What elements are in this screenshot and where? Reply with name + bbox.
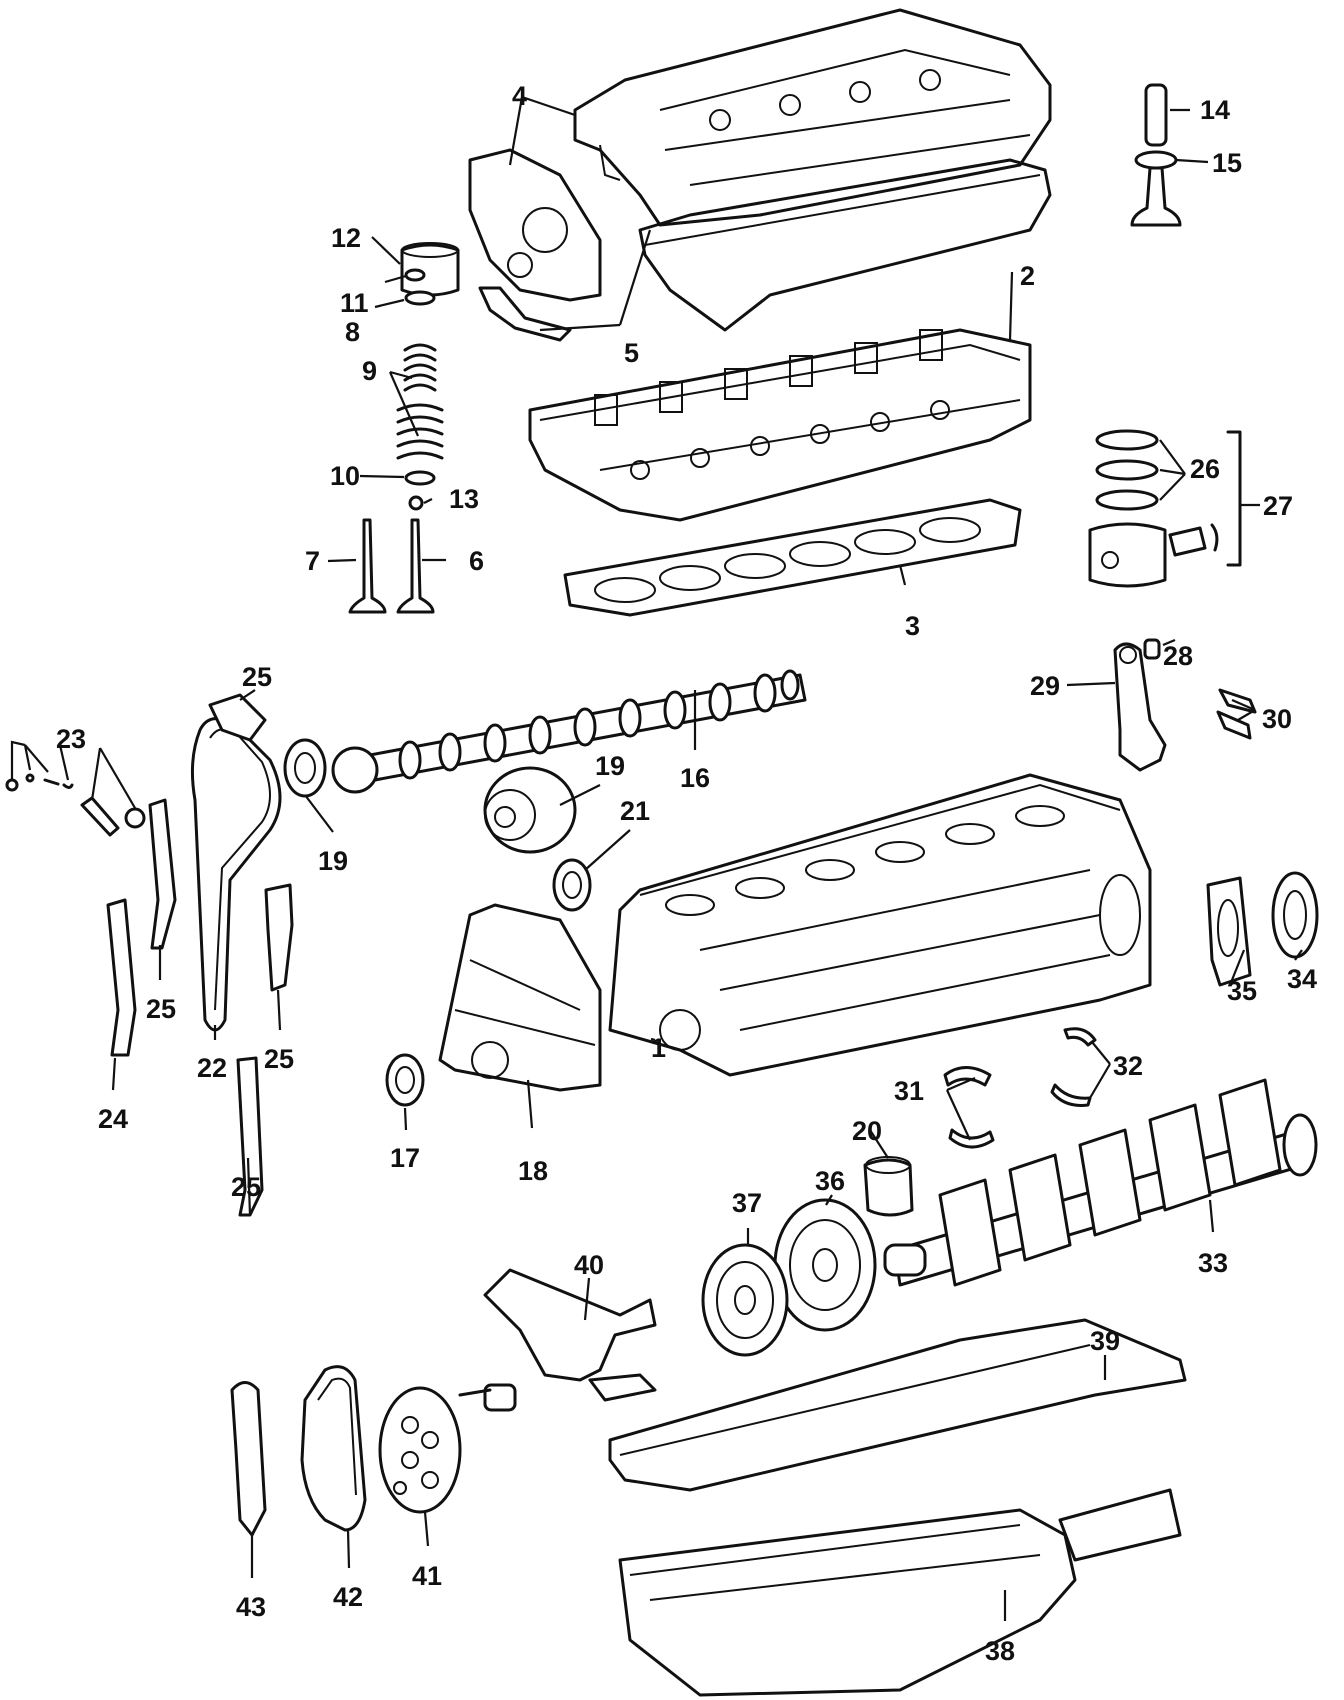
callout-42: 42 <box>333 1582 363 1612</box>
tensioner-hardware <box>5 773 146 837</box>
callout-41: 41 <box>412 1561 442 1591</box>
callout-29: 29 <box>1030 671 1060 701</box>
gear-plate <box>378 1386 462 1514</box>
callout-7: 7 <box>305 546 320 576</box>
callout-26: 26 <box>1190 454 1220 484</box>
seal-21 <box>552 858 592 912</box>
leader-lines <box>10 95 1303 1621</box>
callout-9: 9 <box>362 356 377 386</box>
valve-cover <box>573 8 1052 227</box>
callout-8: 8 <box>345 317 360 347</box>
callout-24: 24 <box>98 1104 128 1134</box>
callout-35: 35 <box>1227 976 1257 1006</box>
callout-34: 34 <box>1287 964 1317 994</box>
head-gasket <box>563 498 1022 617</box>
cylinder-head <box>528 328 1032 522</box>
callout-33: 33 <box>1198 1248 1228 1278</box>
callout-13: 13 <box>449 484 479 514</box>
callout-20: 20 <box>852 1116 882 1146</box>
callout-1: 1 <box>651 1033 666 1063</box>
callout-18: 18 <box>518 1156 548 1186</box>
valve-train-parts <box>348 242 460 614</box>
callout-12: 12 <box>331 223 361 253</box>
callout-30: 30 <box>1262 704 1292 734</box>
callout-27: 27 <box>1263 491 1293 521</box>
crankshaft <box>883 1078 1318 1287</box>
callout-16: 16 <box>680 763 710 793</box>
callout-11: 11 <box>340 288 369 318</box>
main-bearings <box>943 1027 1097 1149</box>
engine-block <box>608 773 1152 1077</box>
valve-cover-gasket <box>478 158 1052 342</box>
lower-timing-cover <box>438 903 602 1092</box>
callout-10: 10 <box>330 461 360 491</box>
callout-3: 3 <box>905 611 920 641</box>
callout-37: 37 <box>732 1188 762 1218</box>
callout-25-right: 25 <box>264 1044 294 1074</box>
callout-28: 28 <box>1163 641 1193 671</box>
callout-31: 31 <box>894 1076 924 1106</box>
callout-39: 39 <box>1090 1326 1120 1356</box>
chain-guides <box>106 693 294 1217</box>
callout-labels: 1 2 3 4 5 6 7 8 9 10 11 12 13 14 15 16 1… <box>56 81 1317 1666</box>
oil-pan-gasket <box>608 1318 1187 1492</box>
cam-sprocket <box>483 766 577 854</box>
camshaft <box>331 669 807 794</box>
callout-4: 4 <box>512 81 527 111</box>
callout-5: 5 <box>624 338 639 368</box>
oil-pan <box>618 1488 1182 1697</box>
valve-lifter-and-seat <box>1130 83 1182 227</box>
piston-and-rings <box>1088 429 1242 588</box>
callout-36: 36 <box>815 1166 845 1196</box>
belt-tensioner <box>230 1381 267 1537</box>
connecting-rod <box>1113 638 1257 772</box>
upper-timing-cover <box>468 148 602 302</box>
drive-belt <box>300 1365 367 1532</box>
rear-main-seal-housing <box>1206 871 1319 987</box>
cam-seal <box>283 738 327 798</box>
callout-19-cam-sprocket: 19 <box>595 751 625 781</box>
callout-40: 40 <box>574 1250 604 1280</box>
callout-23: 23 <box>56 724 86 754</box>
callout-43: 43 <box>236 1592 266 1622</box>
callout-25-top: 25 <box>242 662 272 692</box>
crank-gear <box>863 1156 914 1217</box>
callout-22: 22 <box>197 1053 227 1083</box>
vibration-damper <box>773 1198 877 1332</box>
callout-19-cam-seal: 19 <box>318 846 348 876</box>
crank-pulley <box>701 1243 789 1357</box>
callout-15: 15 <box>1212 148 1242 178</box>
callout-38: 38 <box>985 1636 1015 1666</box>
callout-14: 14 <box>1200 95 1230 125</box>
oil-pump-assembly <box>458 1268 657 1412</box>
callout-25-left: 25 <box>146 994 176 1024</box>
callout-6: 6 <box>469 546 484 576</box>
callout-21: 21 <box>620 796 650 826</box>
callout-32: 32 <box>1113 1051 1143 1081</box>
callout-2: 2 <box>1020 261 1035 291</box>
callout-17: 17 <box>390 1143 420 1173</box>
callout-25-bottom: 25 <box>231 1172 261 1202</box>
front-crank-seal <box>385 1053 425 1107</box>
timing-chain <box>190 717 282 1032</box>
